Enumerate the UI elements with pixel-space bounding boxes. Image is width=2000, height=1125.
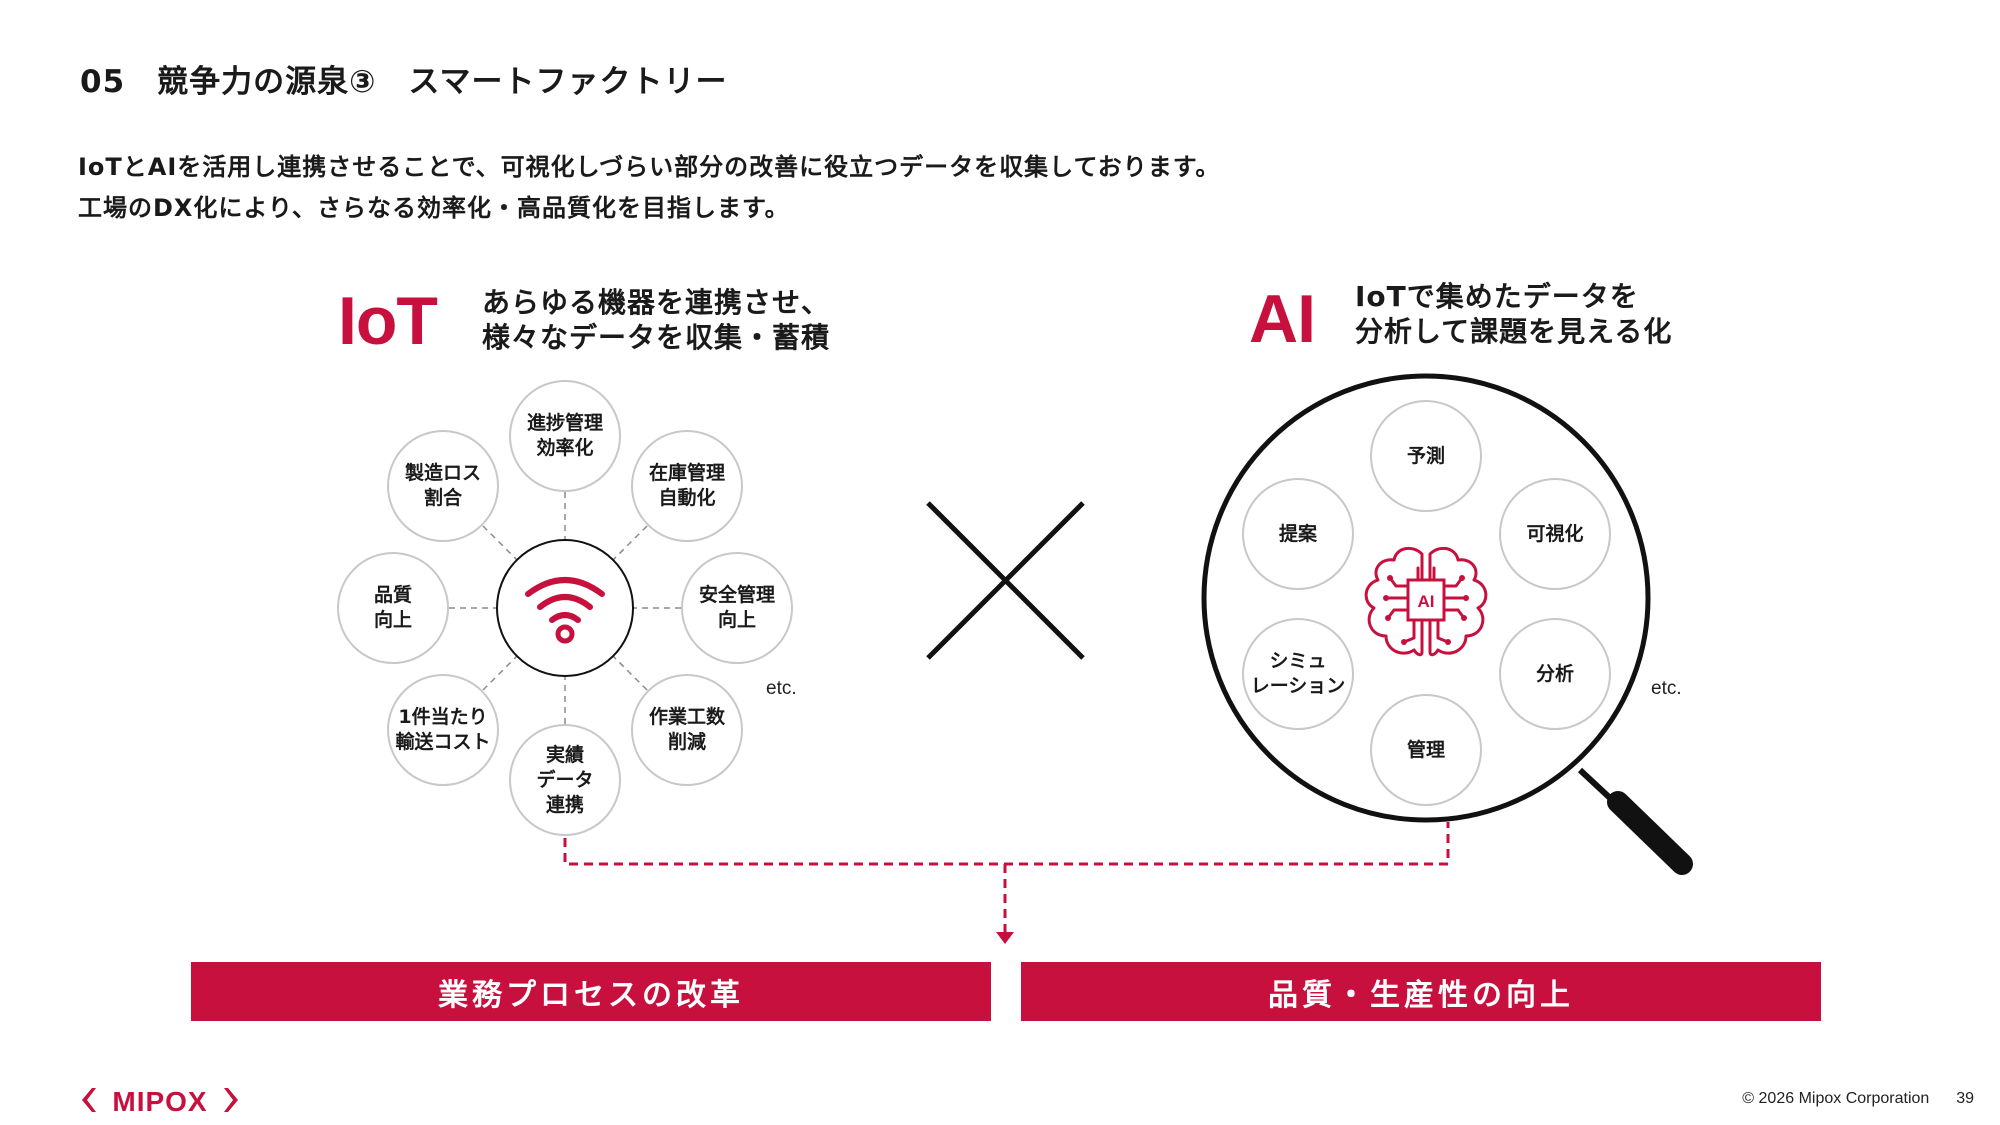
ai-node-visualize: 可視化 <box>1499 478 1611 590</box>
iot-caption-line-1: あらゆる機器を連携させ、 <box>482 286 831 319</box>
footer: © 2026 Mipox Corporation 39 <box>1742 1090 1974 1108</box>
ai-brain-icon: AI <box>1364 546 1488 657</box>
flow-arrow-head <box>996 932 1014 944</box>
ai-caption-line-1: IoTで集めたデータを <box>1355 280 1639 313</box>
page-number: 39 <box>1956 1090 1974 1107</box>
iot-node-progress: 進捗管理 効率化 <box>509 380 621 492</box>
iot-node-workload: 作業工数 削減 <box>631 674 743 786</box>
flow-lines <box>563 822 1450 936</box>
iot-node-loss: 製造ロス 割合 <box>387 430 499 542</box>
copyright-text: © 2026 Mipox Corporation <box>1742 1090 1930 1107</box>
ai-caption-line-2: 分析して課題を見える化 <box>1355 315 1673 348</box>
ai-node-analysis: 分析 <box>1499 618 1611 730</box>
iot-node-inventory: 在庫管理 自動化 <box>631 430 743 542</box>
ai-chip-label: AI <box>1418 592 1435 611</box>
ai-caption: IoTで集めたデータを 分析して課題を見える化 <box>1355 279 1672 349</box>
ai-brain: AI <box>1356 542 1496 668</box>
magnifier-icon <box>1201 373 1693 875</box>
wifi-icon <box>525 577 605 644</box>
outcome-quality-productivity: 品質・生産性の向上 <box>1021 962 1821 1021</box>
ai-node-proposal: 提案 <box>1242 478 1354 590</box>
mipox-logo: MIPOX <box>82 1084 238 1120</box>
lead-line-1: IoTとAIを活用し連携させることで、可視化しづらい部分の改善に役立つデータを収… <box>78 153 1221 181</box>
iot-node-transport: 1件当たり 輸送コスト <box>387 674 499 786</box>
outcome-process-reform: 業務プロセスの改革 <box>191 962 991 1021</box>
multiply-icon <box>926 501 1085 660</box>
iot-etc: etc. <box>766 678 797 699</box>
iot-hub <box>496 539 634 677</box>
ai-label: AI <box>1249 281 1316 357</box>
ai-node-management: 管理 <box>1370 694 1482 806</box>
iot-caption-line-2: 様々なデータを収集・蓄積 <box>482 321 831 354</box>
ai-node-simulation: シミュ レーション <box>1242 618 1354 730</box>
iot-node-safety: 安全管理 向上 <box>681 552 793 664</box>
ai-etc: etc. <box>1651 678 1682 699</box>
iot-node-quality: 品質 向上 <box>337 552 449 664</box>
iot-label: IoT <box>338 283 438 359</box>
slide-title: 05 競争力の源泉③ スマートファクトリー <box>80 64 728 100</box>
ai-node-forecast: 予測 <box>1370 400 1482 512</box>
logo-text: MIPOX <box>112 1086 207 1116</box>
logo-mark: MIPOX <box>82 1086 238 1117</box>
iot-caption: あらゆる機器を連携させ、 様々なデータを収集・蓄積 <box>482 285 830 355</box>
lead-line-2: 工場のDX化により、さらなる効率化・高品質化を目指します。 <box>78 194 790 222</box>
iot-node-results: 実績 データ 連携 <box>509 724 621 836</box>
